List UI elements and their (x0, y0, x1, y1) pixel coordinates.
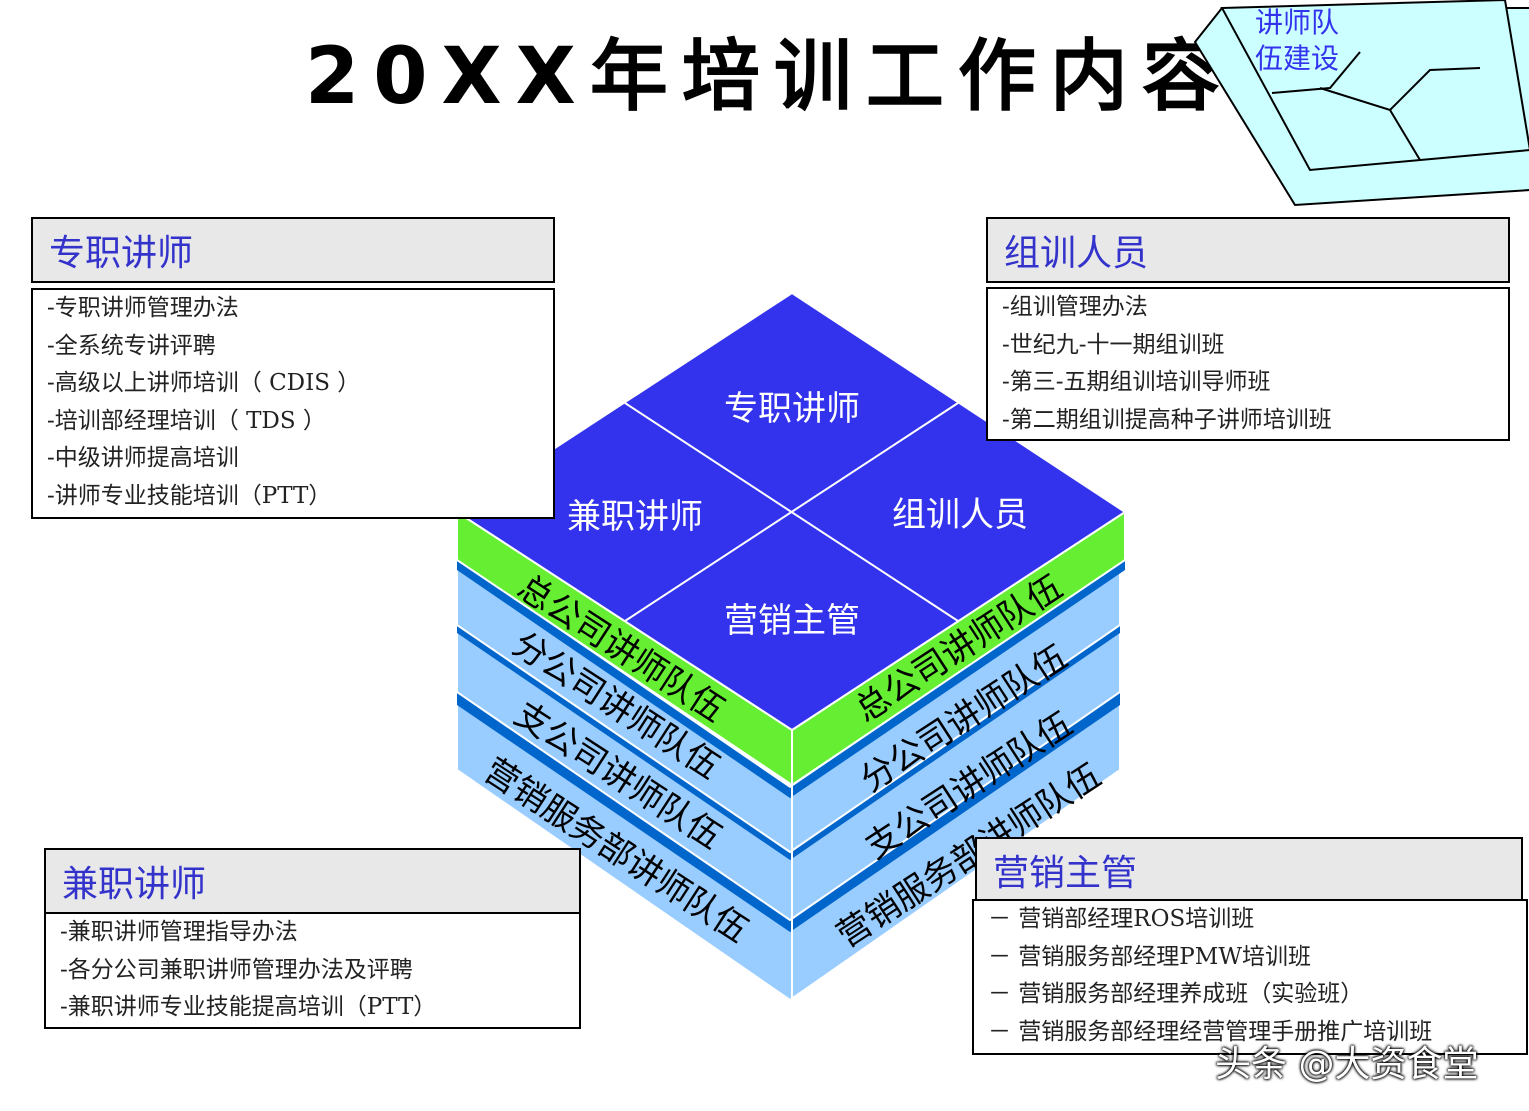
list-item: -培训部经理培训（ TDS ） (47, 407, 326, 434)
list-item: -全系统专讲评聘 (47, 332, 216, 359)
list-item: -兼职讲师管理指导办法 (60, 919, 298, 945)
list-item: -第二期组训提高种子讲师培训班 (1002, 406, 1332, 433)
cube-top-organizers: 组训人员 (892, 495, 1028, 535)
sales-list: － 营销部经理ROS培训班 － 营销服务部经理PMW培训班 － 营销服务部经理养… (972, 899, 1528, 1055)
list-item: -讲师专业技能培训（PTT） (47, 482, 332, 509)
cube-top-parttime: 兼职讲师 (567, 497, 703, 537)
fulltime-list: -专职讲师管理办法 -全系统专讲评聘 -高级以上讲师培训（ CDIS ） -培训… (31, 288, 555, 519)
sales-header: 营销主管 (975, 837, 1523, 903)
organizers-header: 组训人员 (986, 217, 1510, 283)
list-item: -兼职讲师专业技能提高培训（PTT） (60, 994, 437, 1020)
page-title: 20XX年培训工作内容 (305, 32, 1234, 122)
puzzle-label-2: 伍建设 (1255, 42, 1339, 75)
cube-top-sales: 营销主管 (724, 601, 860, 641)
cube-top-fulltime: 专职讲师 (724, 389, 860, 429)
parttime-header: 兼职讲师 (44, 848, 581, 914)
list-item: -专职讲师管理办法 (47, 295, 239, 321)
puzzle-label-1: 讲师队 (1255, 6, 1339, 39)
fulltime-header: 专职讲师 (31, 217, 555, 283)
organizers-list: -组训管理办法 -世纪九-十一期组训班 -第三-五期组训培训导师班 -第二期组训… (986, 287, 1510, 441)
list-item: － 营销部经理ROS培训班 (988, 906, 1255, 932)
list-item: － 营销服务部经理养成班（实验班） (988, 981, 1364, 1007)
list-item: － 营销服务部经理PMW培训班 (988, 943, 1311, 970)
list-item: -高级以上讲师培训（ CDIS ） (47, 370, 361, 396)
parttime-list: -兼职讲师管理指导办法 -各分公司兼职讲师管理办法及评聘 -兼职讲师专业技能提高… (44, 912, 581, 1029)
list-item: － 营销服务部经理经营管理手册推广培训班 (988, 1018, 1433, 1045)
watermark: 头条 @大资食堂 (1215, 1044, 1479, 1085)
list-item: -世纪九-十一期组训班 (1002, 331, 1225, 358)
list-item: -各分公司兼职讲师管理办法及评聘 (60, 956, 413, 983)
list-item: -组训管理办法 (1002, 294, 1148, 320)
list-item: -第三-五期组训培训导师班 (1002, 369, 1271, 395)
puzzle-icon: 讲师队 伍建设 (1193, 0, 1529, 207)
list-item: -中级讲师提高培训 (47, 445, 239, 471)
